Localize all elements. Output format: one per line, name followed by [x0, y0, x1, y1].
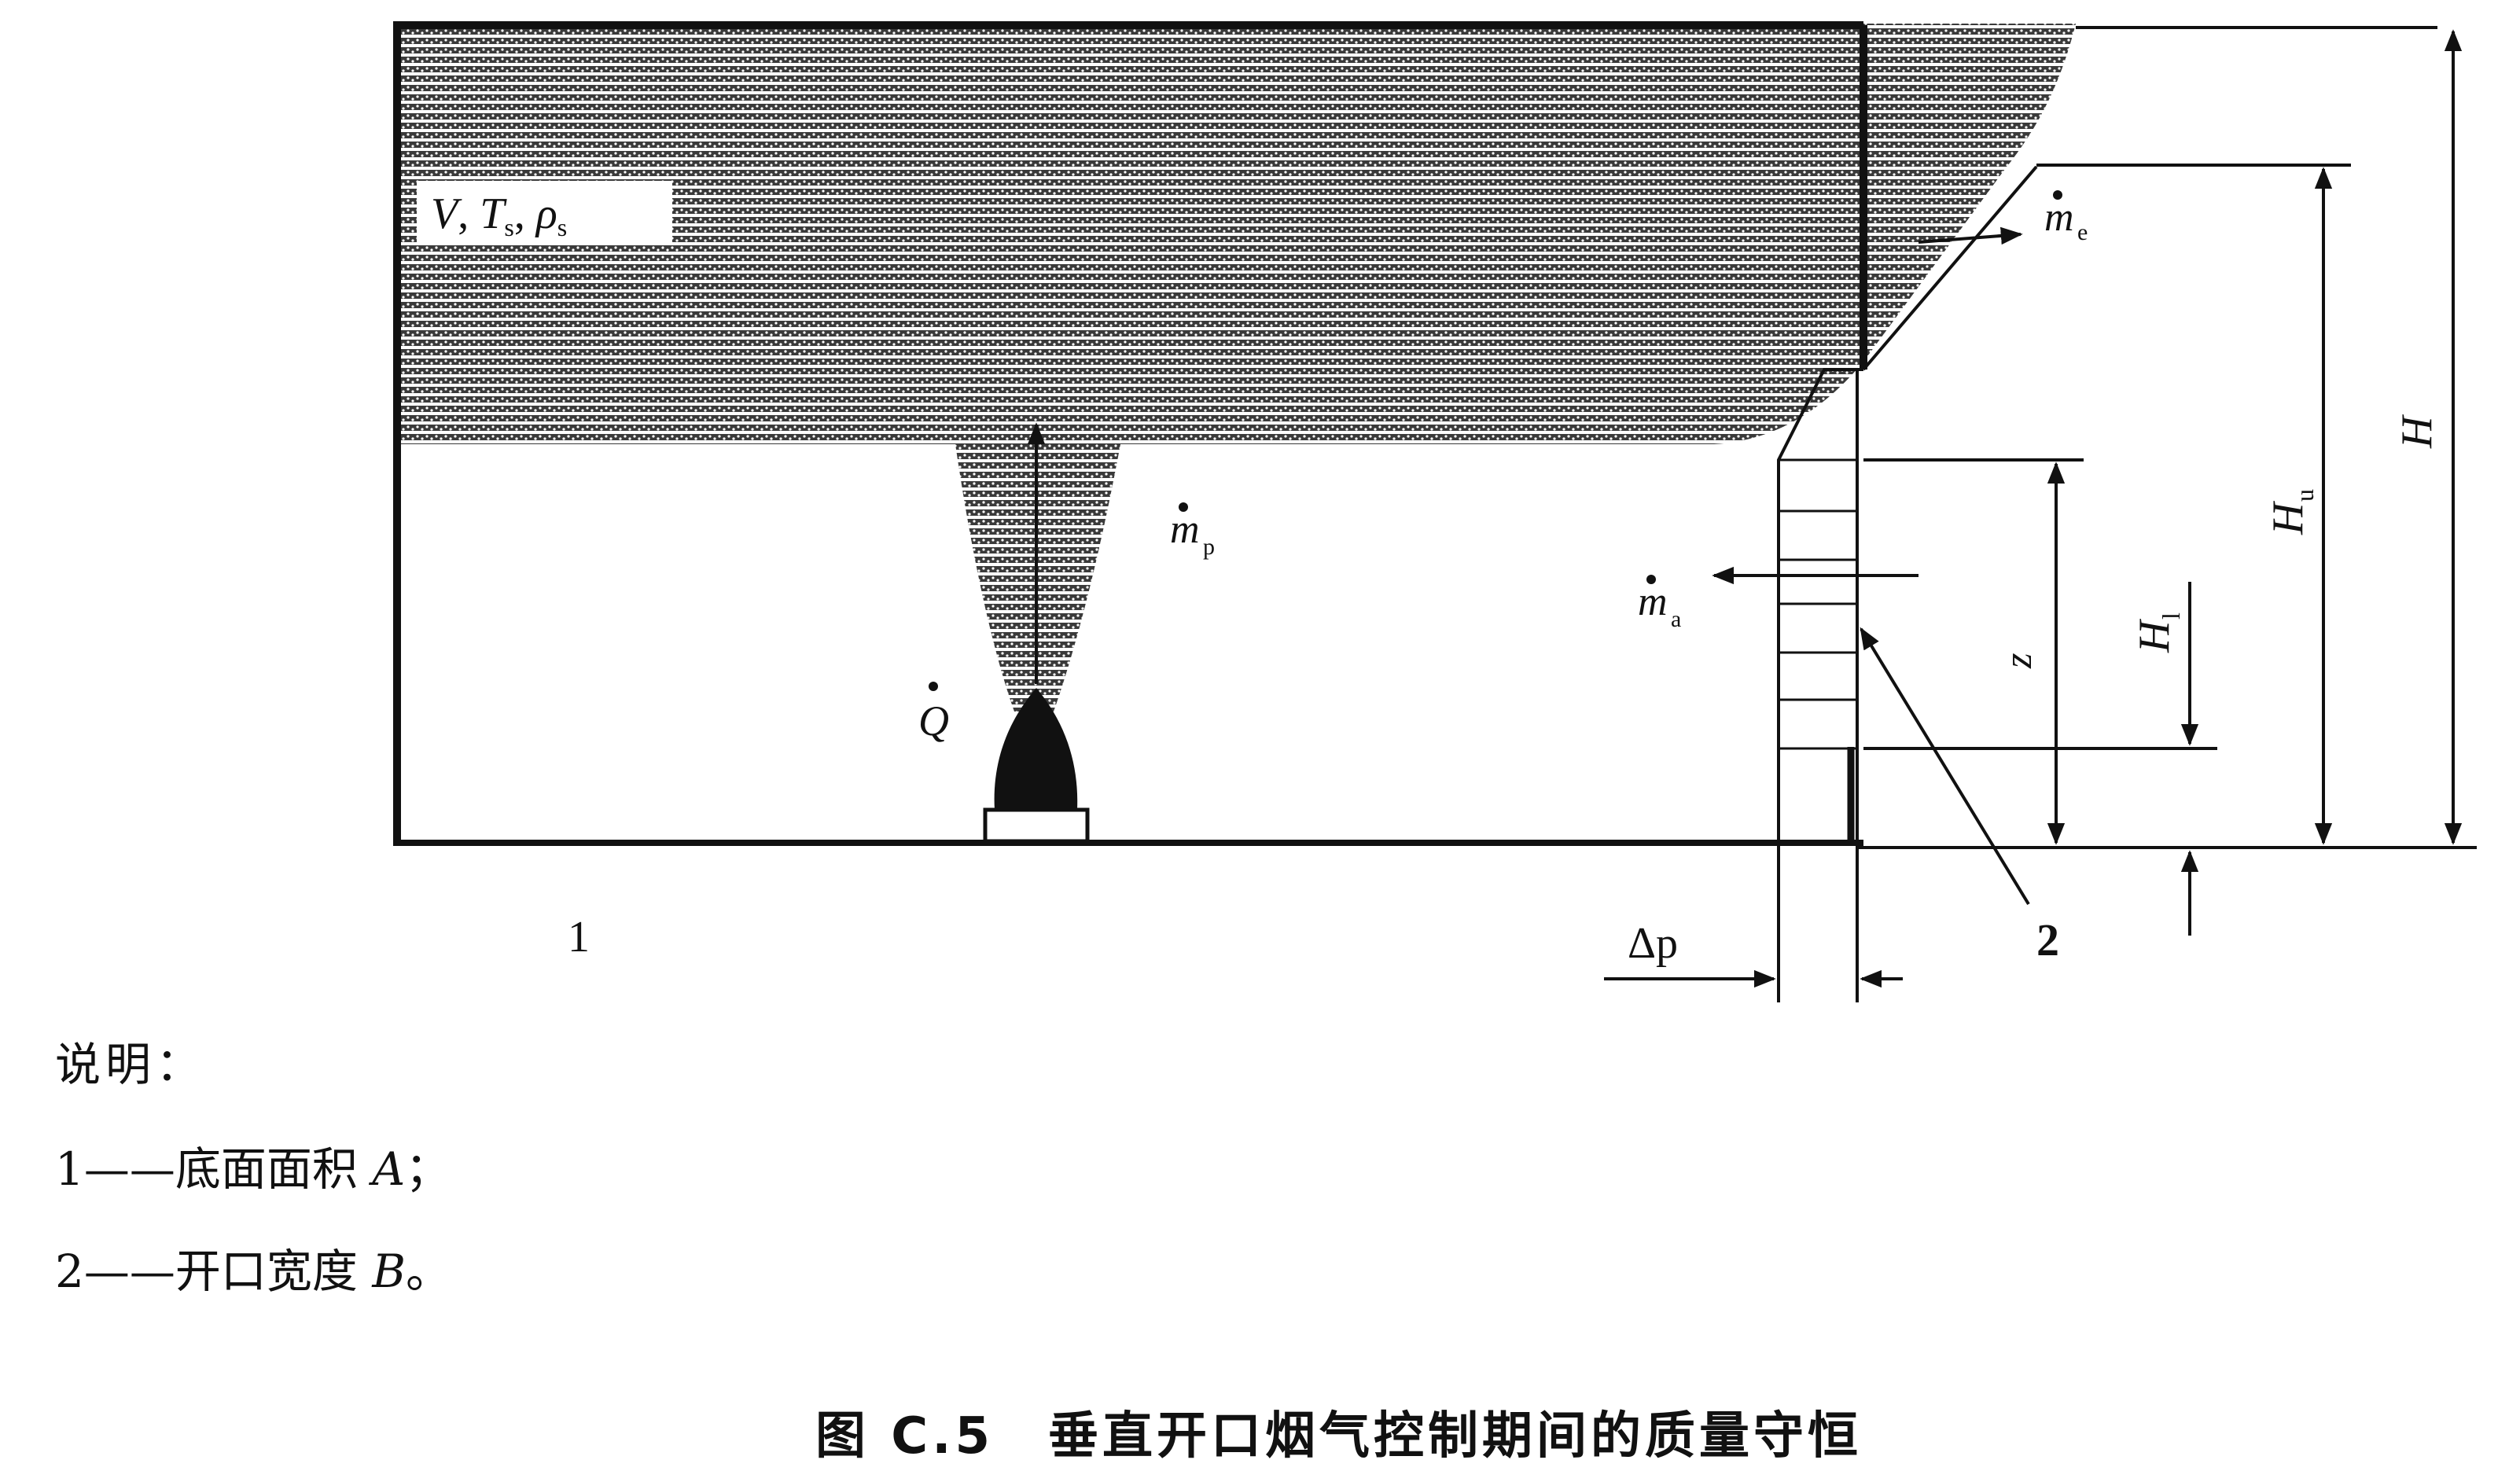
room-props-label: V, Ts, ρs — [431, 189, 567, 241]
svg-text:m: m — [2044, 195, 2074, 240]
marker-2: 2 — [2036, 914, 2059, 965]
svg-text:H: H — [2130, 619, 2179, 653]
legend-item-2: 2——开口宽度 B。 — [55, 1248, 451, 1294]
legend-item-1-var: A — [372, 1142, 406, 1196]
room-props-box — [417, 181, 672, 244]
mass-conservation-diagram: V, Ts, ρs m e m p m a Q H H u H l z Δp 1… — [393, 21, 2477, 1002]
svg-text:H: H — [2264, 501, 2312, 535]
room-wall-left-top — [393, 21, 1863, 843]
H-u-label: H u — [2264, 489, 2319, 535]
svg-text:e: e — [2077, 219, 2088, 245]
svg-text:m: m — [1170, 507, 1200, 552]
svg-text:a: a — [1671, 606, 1681, 632]
m-e-label: m e — [2044, 190, 2088, 245]
m-p-label: m p — [1170, 502, 1215, 560]
marker-1: 1 — [568, 913, 590, 962]
svg-text:u: u — [2290, 489, 2319, 502]
legend-item-2-num: 2 — [55, 1245, 84, 1298]
m-e-arrow — [1918, 226, 2023, 245]
legend-item-1-end: ； — [405, 1142, 451, 1196]
legend-item-1-num: 1 — [55, 1142, 84, 1196]
m-a-label: m a — [1638, 575, 1681, 632]
figure-caption: 图 C.5 垂直开口烟气控制期间的质量守恒 — [815, 1407, 1863, 1465]
Q-label: Q — [918, 682, 949, 745]
H-l-label: H l — [2130, 612, 2185, 653]
burner — [983, 807, 1090, 844]
leader-2 — [1860, 627, 2030, 906]
svg-text:Q: Q — [918, 697, 949, 745]
legend-item-2-dash: —— — [83, 1245, 175, 1298]
svg-text:p: p — [1203, 534, 1215, 560]
legend-item-2-var: B — [372, 1245, 406, 1298]
legend-item-1: 1——底面面积 A； — [55, 1146, 451, 1192]
legend-item-1-dash: —— — [83, 1142, 175, 1196]
z-label: z — [1996, 653, 2040, 669]
legend-title: 说明： — [55, 1038, 207, 1091]
svg-text:l: l — [2157, 612, 2185, 620]
legend-item-2-end: 。 — [405, 1245, 451, 1298]
legend-item-1-text: 底面面积 — [175, 1142, 358, 1196]
delta-p-label: Δp — [1628, 919, 1678, 968]
smoke-layer — [393, 24, 2076, 444]
H-label: H — [2393, 414, 2441, 449]
dimension-lines — [1857, 26, 2477, 849]
flame — [994, 688, 1078, 810]
outflow-diagonal — [1862, 165, 2038, 371]
svg-text:m: m — [1638, 579, 1668, 624]
legend-item-2-text: 开口宽度 — [175, 1245, 358, 1298]
profile-gridlines — [1779, 458, 1857, 750]
velocity-profile — [1777, 368, 1863, 1002]
